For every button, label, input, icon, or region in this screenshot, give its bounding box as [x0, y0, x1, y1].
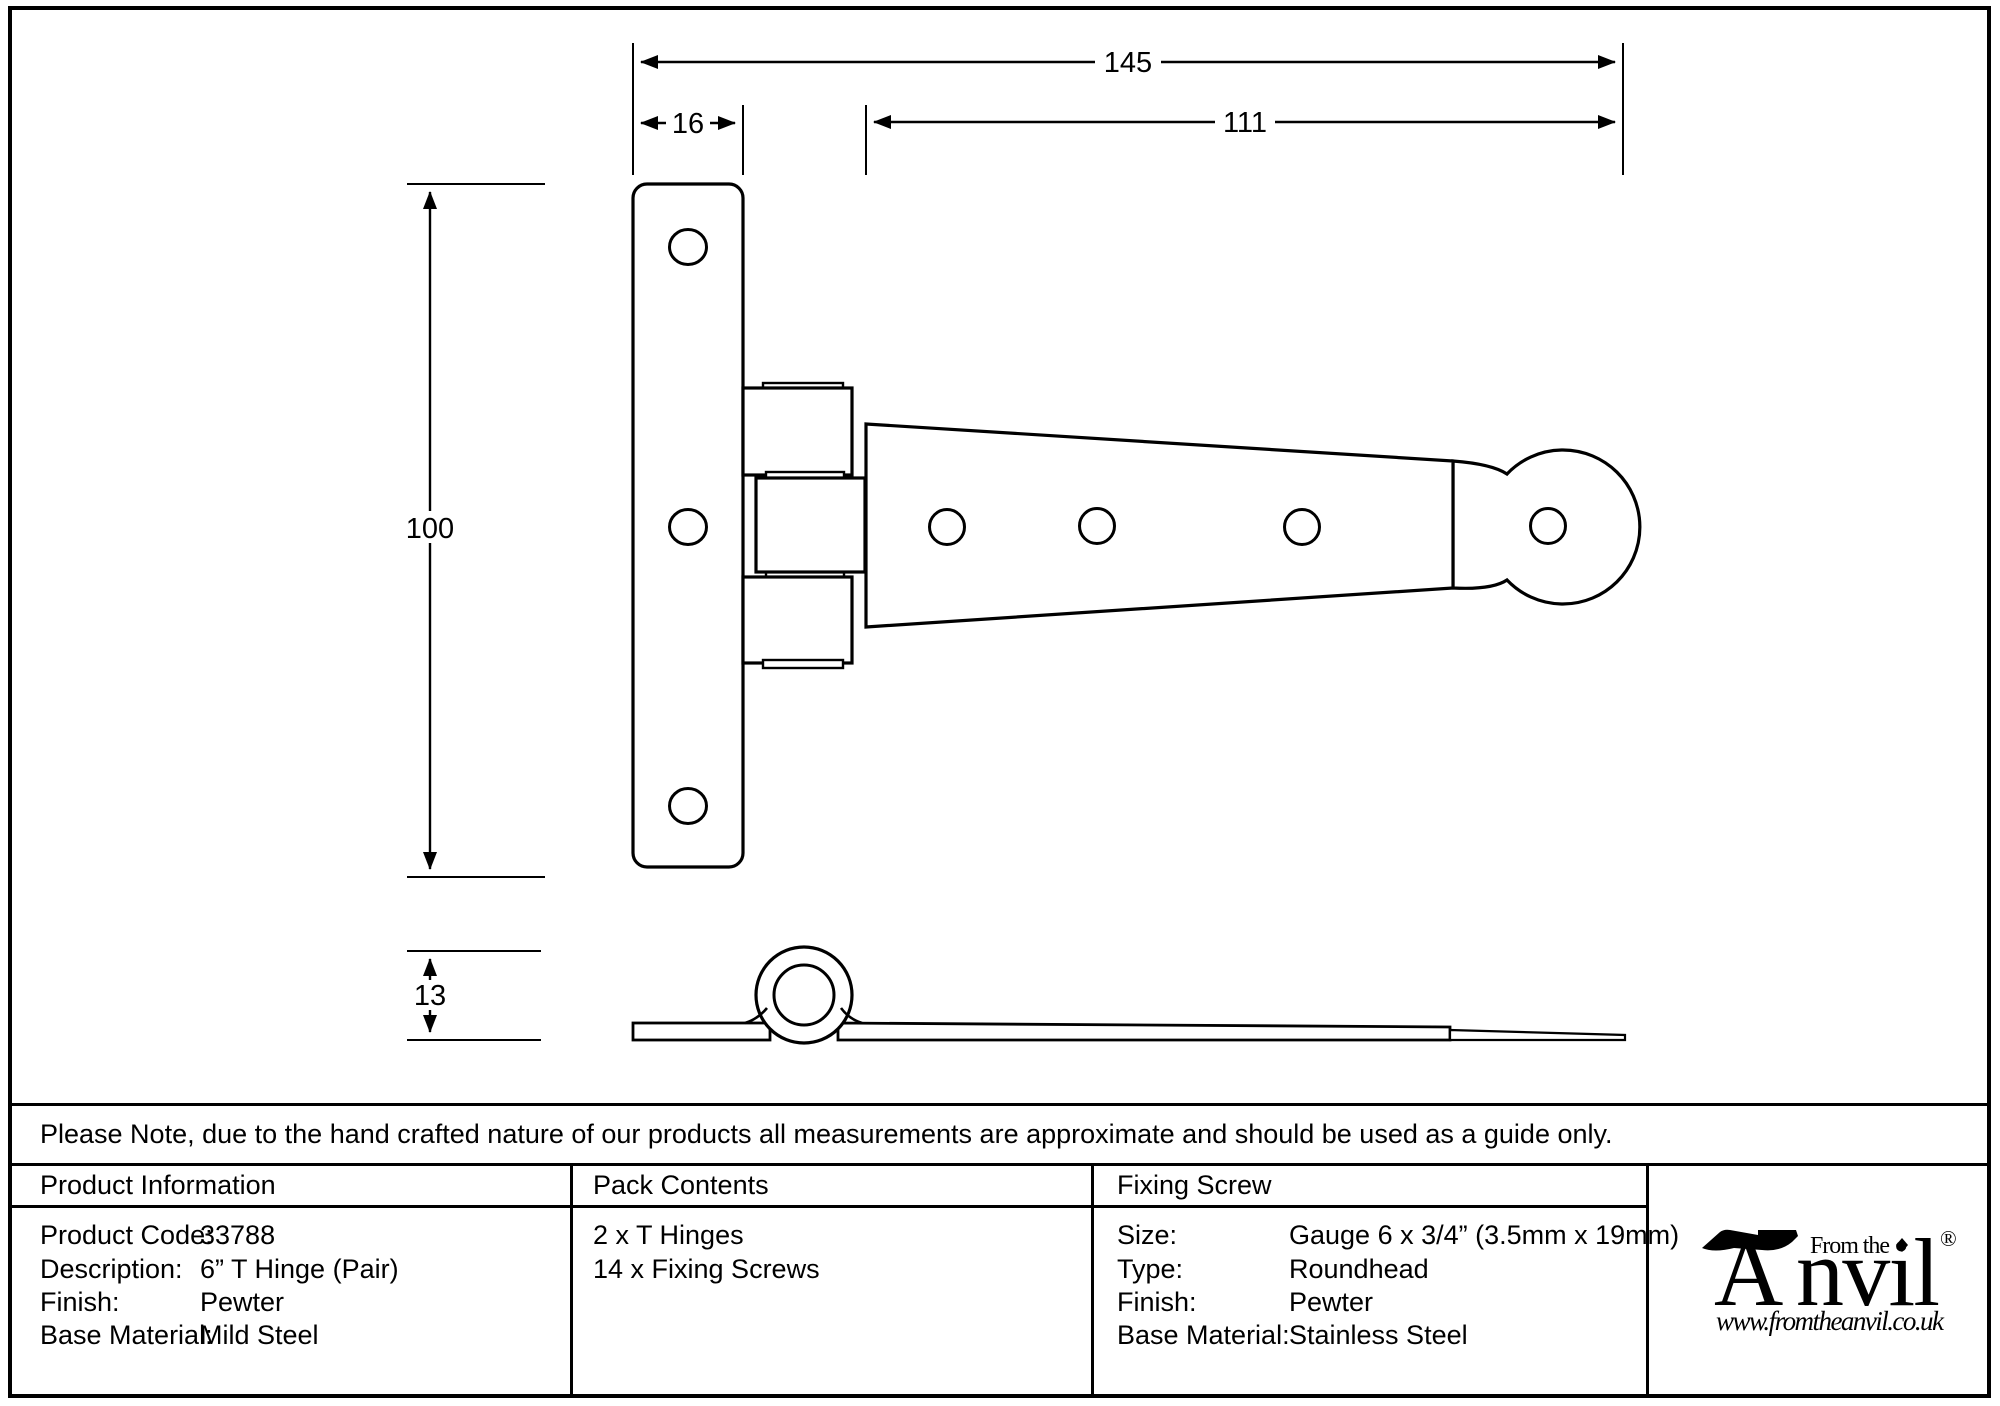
pack-item-hinges: 2 x T Hinges — [593, 1220, 744, 1250]
base-material-value: Mild Steel — [200, 1320, 319, 1350]
screw-type-value: Roundhead — [1289, 1254, 1429, 1284]
logo-from-the: From the — [1810, 1233, 1890, 1259]
screw-hole-strap-1 — [928, 508, 966, 546]
dim-145-label: 145 — [1104, 47, 1152, 79]
knuckle-bottom — [741, 575, 854, 665]
hinge-front-view — [631, 182, 1642, 869]
screw-hole-head — [1529, 507, 1567, 545]
pack-contents-header: Pack Contents — [593, 1170, 769, 1200]
diamond-icon — [1896, 1238, 1908, 1252]
registered-mark-icon: ® — [1940, 1226, 1957, 1251]
hinge-side-view — [631, 945, 1627, 1045]
side-plate-bar — [631, 1021, 772, 1042]
screw-base-material-value: Stainless Steel — [1289, 1320, 1468, 1350]
dim-100-label: 100 — [406, 513, 454, 545]
screw-finish-label: Finish: — [1117, 1287, 1197, 1317]
note-row-top-line — [8, 1103, 1991, 1106]
knuckle-middle — [754, 476, 867, 574]
table-header-bottom-line — [8, 1205, 1646, 1208]
description-label: Description: — [40, 1254, 183, 1284]
logo-letter-a: A — [1714, 1226, 1783, 1326]
knuckle-lip-bottom — [761, 658, 845, 670]
dim-label-mask — [406, 980, 454, 1010]
screw-type-label: Type: — [1117, 1254, 1184, 1284]
dim-label-mask — [666, 108, 710, 138]
table-divider-2 — [1091, 1163, 1094, 1398]
dim-label-mask — [1215, 107, 1275, 137]
finish-value: Pewter — [200, 1287, 285, 1317]
dim-111-label: 111 — [1223, 107, 1267, 139]
screw-finish-value: Pewter — [1289, 1287, 1374, 1317]
t-hinge-technical-drawing: 145 16 111 100 13 — [398, 43, 1642, 1045]
screw-hole-strap-3 — [1283, 508, 1321, 546]
screw-base-material-label: Base Material: — [1117, 1320, 1290, 1350]
screw-size-value: Gauge 6 x 3/4” (3.5mm x 19mm) — [1289, 1220, 1680, 1250]
ring-fillet-left — [744, 1007, 769, 1025]
logo-anvil-text: nvil — [1796, 1226, 1940, 1326]
dim-13-label: 13 — [414, 980, 446, 1012]
from-the-anvil-logo: A nvil From the ® www.fromtheanvil.co.uk — [1700, 1219, 1960, 1346]
side-strap-bar — [836, 1021, 1452, 1042]
knuckle-top — [741, 386, 854, 477]
screw-hole-plate-bottom — [668, 787, 708, 825]
measurement-note: Please Note, due to the hand crafted nat… — [40, 1119, 1613, 1149]
dim-label-mask — [1095, 47, 1161, 77]
table-divider-1 — [570, 1163, 573, 1398]
screw-hole-plate-top — [668, 228, 708, 266]
description-value: 6” T Hinge (Pair) — [200, 1254, 399, 1284]
dim-16-label: 16 — [672, 108, 704, 140]
product-code-label: Product Code: — [40, 1220, 213, 1250]
side-strap-tip — [1448, 1028, 1627, 1042]
fixing-screw-header: Fixing Screw — [1117, 1170, 1272, 1200]
base-material-label: Base Material: — [40, 1320, 213, 1350]
product-info-header: Product Information — [40, 1170, 276, 1200]
table-header-top-line — [8, 1163, 1991, 1166]
screw-size-label: Size: — [1117, 1220, 1178, 1250]
ring-fillet-right — [839, 1007, 863, 1025]
screw-hole-strap-2 — [1078, 507, 1116, 545]
finish-label: Finish: — [40, 1287, 120, 1317]
pack-item-screws: 14 x Fixing Screws — [593, 1254, 820, 1284]
anvil-icon — [1702, 1229, 1798, 1251]
product-code-value: 33788 — [200, 1220, 276, 1250]
dim-label-mask — [398, 511, 462, 543]
strap-outline — [864, 422, 1455, 629]
page-border — [8, 6, 1991, 1398]
logo-url: www.fromtheanvil.co.uk — [1716, 1306, 1945, 1336]
screw-hole-plate-middle — [668, 508, 708, 546]
pintle-ring-inner — [772, 963, 836, 1027]
table-divider-3 — [1646, 1163, 1649, 1398]
